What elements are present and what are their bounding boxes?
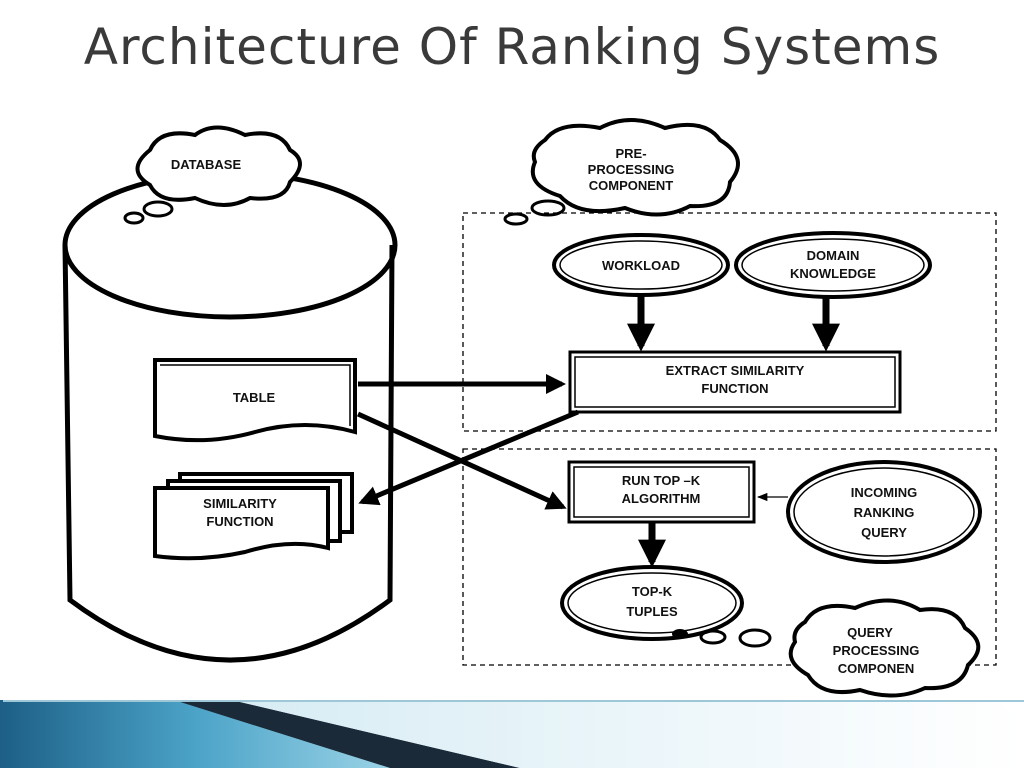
preprocessing-callout: PRE- PROCESSING COMPONENT [503,118,740,226]
topk-tuples-node: TOP-K TUPLES [560,565,744,641]
domain-knowledge-node: DOMAIN KNOWLEDGE [734,231,932,299]
run-topk-label-2: ALGORITHM [622,491,701,506]
incoming-query-node: INCOMING RANKING QUERY [786,460,982,564]
similarity-function-node: SIMILARITY FUNCTION [153,472,354,561]
incoming-query-label-3: QUERY [861,525,907,540]
run-topk-node: RUN TOP –K ALGORITHM [567,460,756,524]
incoming-query-label-2: RANKING [854,505,915,520]
arrows [356,296,840,568]
extract-similarity-label-1: EXTRACT SIMILARITY [666,363,805,378]
arrow-table-to-runtopk [356,411,567,510]
similarity-function-label-2: FUNCTION [206,514,273,529]
extract-similarity-label-2: FUNCTION [701,381,768,396]
query-processing-label-1: QUERY [847,625,893,640]
workload-node: WORKLOAD [552,233,730,297]
footer-band [0,700,1024,768]
slide-title: Architecture Of Ranking Systems [83,18,941,76]
query-processing-container [462,448,997,666]
architecture-diagram: DATABASE TABLE SIMILARITY FUNCTION PRE- … [62,118,997,698]
query-processing-label-3: COMPONEN [838,661,915,676]
topk-tuples-label-2: TUPLES [626,604,678,619]
similarity-function-label-1: SIMILARITY [203,496,277,511]
preprocessing-label-1: PRE- [615,146,646,161]
preprocessing-label-3: COMPONENT [589,178,674,193]
extract-similarity-node: EXTRACT SIMILARITY FUNCTION [568,350,902,414]
domain-knowledge-label-1: DOMAIN [807,248,860,263]
database-label: DATABASE [171,157,242,172]
run-topk-label-1: RUN TOP –K [622,473,701,488]
table-label: TABLE [233,390,276,405]
arrow-extract-to-similarity [358,409,579,506]
preprocessing-container [462,212,997,432]
table-node: TABLE [153,358,357,443]
domain-knowledge-label-2: KNOWLEDGE [790,266,876,281]
query-processing-label-2: PROCESSING [833,643,920,658]
query-processing-callout: QUERY PROCESSING COMPONEN [672,598,981,698]
database-callout: DATABASE [123,125,302,225]
workload-label: WORKLOAD [602,258,680,273]
topk-tuples-label-1: TOP-K [632,584,673,599]
incoming-query-label-1: INCOMING [851,485,917,500]
preprocessing-label-2: PROCESSING [588,162,675,177]
